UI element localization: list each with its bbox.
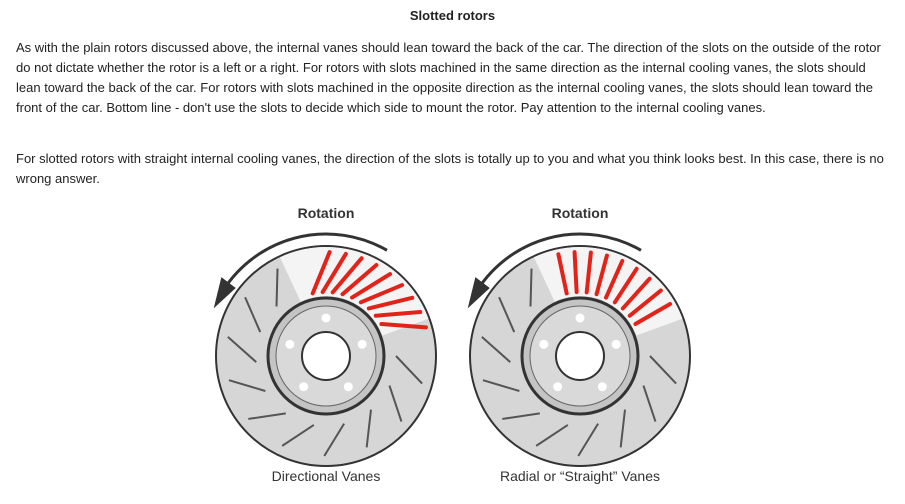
cooling-vane — [633, 302, 673, 326]
rotor-slot — [227, 336, 257, 363]
rotor-slot — [248, 412, 286, 420]
cooling-vane — [627, 288, 663, 318]
cooling-vane — [340, 263, 379, 297]
rotation-arrow-arc — [219, 232, 388, 296]
cooling-vane — [379, 322, 428, 330]
rotor-slot — [498, 296, 516, 333]
paragraph-directional: As with the plain rotors discussed above… — [16, 40, 881, 115]
rotor-slot — [323, 423, 345, 457]
rotor-slot — [388, 385, 403, 422]
directional-vane-rotor-diagram — [213, 232, 437, 467]
rotor-slot — [502, 412, 540, 420]
lug-hole — [597, 382, 607, 392]
rotor-slot — [649, 355, 677, 385]
center-bore — [555, 331, 605, 381]
section-heading: Slotted rotors — [409, 8, 496, 23]
cooling-vane — [320, 251, 348, 295]
lug-hole — [343, 382, 353, 392]
rotor-slot — [281, 424, 315, 447]
rotation-label: Rotation — [297, 205, 355, 221]
lug-hole — [321, 313, 331, 323]
lug-hole — [611, 339, 621, 349]
rotor-slot — [244, 296, 262, 333]
cooling-vane — [572, 250, 579, 295]
rotor-figure-radial: Rotation Radial or “Straight” Vanes — [467, 203, 691, 493]
center-bore — [301, 331, 351, 381]
radial-vane-rotor-diagram — [467, 232, 691, 467]
rotor-slot — [642, 385, 657, 422]
rotation-arrow-arc — [473, 232, 642, 296]
rotor-slot — [481, 336, 511, 363]
paragraph-straight: For slotted rotors with straight interna… — [16, 151, 884, 186]
cooling-vane — [620, 276, 652, 311]
cooling-vane — [330, 256, 364, 295]
rotor-slot — [228, 379, 266, 392]
rotor-slot — [275, 268, 279, 307]
rotation-arrow-head-icon — [213, 277, 236, 309]
lug-hole — [553, 382, 563, 392]
rotor-slot — [577, 423, 599, 457]
lug-hole — [575, 313, 585, 323]
rotor-slot — [365, 409, 372, 448]
lug-hole — [539, 339, 549, 349]
figure-caption: Radial or “Straight” Vanes — [499, 468, 661, 484]
rotor-slot — [482, 379, 520, 392]
lug-hole — [299, 382, 309, 392]
cooling-vane — [612, 266, 639, 305]
cooling-vane — [373, 310, 423, 318]
cooling-vane — [556, 252, 569, 296]
lug-hole — [285, 339, 295, 349]
cooling-vane — [604, 258, 625, 300]
rotor-slot — [619, 409, 626, 448]
lug-hole — [357, 339, 367, 349]
cooling-vane — [366, 295, 415, 311]
cooling-vane — [350, 272, 393, 300]
cooling-vane — [358, 283, 405, 305]
rotor-slot — [535, 424, 569, 447]
cooling-vane — [310, 250, 332, 296]
rotor-slot — [395, 355, 423, 385]
cooling-vane — [584, 250, 593, 295]
rotor-figure-directional: Rotation Directional Vanes — [213, 203, 437, 493]
cooling-vane — [594, 253, 609, 297]
rotation-arrow-head-icon — [467, 277, 490, 309]
rotation-label: Rotation — [551, 205, 609, 221]
figure-caption: Directional Vanes — [271, 468, 381, 484]
rotor-slot — [529, 268, 533, 307]
